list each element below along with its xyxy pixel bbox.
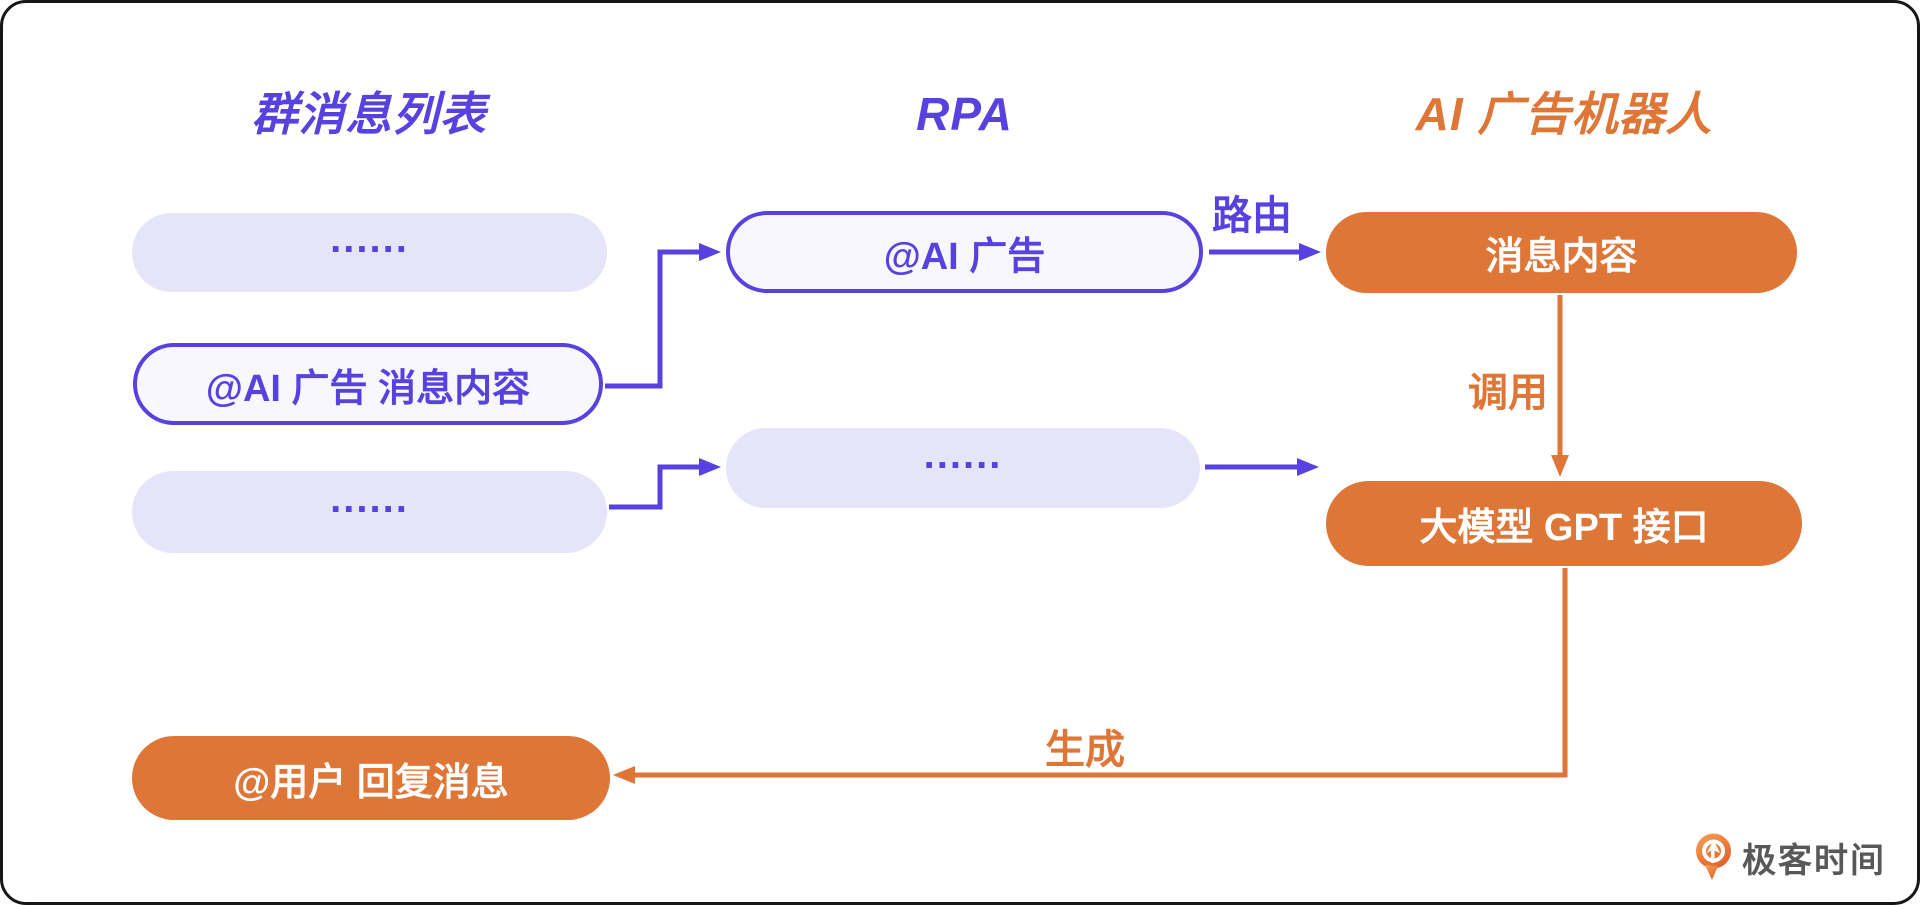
node-left-message: @AI 广告 消息内容 bbox=[133, 343, 603, 425]
node-reply-message: @用户 回复消息 bbox=[132, 736, 610, 820]
node-label: 消息内容 bbox=[1485, 236, 1638, 278]
arrowhead-right-icon bbox=[699, 458, 721, 476]
edge-label-generate: 生成 bbox=[1045, 728, 1125, 772]
ellipsis-label: ...... bbox=[330, 476, 409, 521]
arrowhead-right-icon bbox=[699, 243, 721, 261]
ellipsis-label: ...... bbox=[923, 432, 1003, 477]
node-label: @AI 广告 消息内容 bbox=[205, 367, 531, 410]
node-left-ellipsis-top: ...... bbox=[132, 213, 607, 292]
edge-label-invoke: 调用 bbox=[1468, 371, 1548, 415]
geektime-logo: 极客时间 bbox=[1695, 833, 1886, 881]
node-bot-gpt-api: 大模型 GPT 接口 bbox=[1326, 481, 1802, 566]
node-label: @AI 广告 bbox=[883, 235, 1046, 278]
node-left-ellipsis-bottom: ...... bbox=[132, 471, 607, 553]
node-label: @用户 回复消息 bbox=[233, 761, 509, 804]
column-header-ai-ad-bot: AI 广告机器人 bbox=[1415, 88, 1713, 140]
arrowhead-right-icon bbox=[1297, 458, 1319, 476]
column-header-rpa: RPA bbox=[916, 88, 1013, 140]
arrowhead-left-icon bbox=[613, 766, 635, 784]
ellipsis-label: ...... bbox=[330, 217, 409, 261]
node-label: 大模型 GPT 接口 bbox=[1419, 507, 1709, 549]
node-bot-message-content: 消息内容 bbox=[1326, 212, 1797, 293]
geektime-pin-logo-icon bbox=[1696, 833, 1731, 880]
edge-label-route: 路由 bbox=[1212, 194, 1292, 238]
geektime-logo-text: 极客时间 bbox=[1742, 841, 1886, 880]
node-rpa-match: @AI 广告 bbox=[726, 211, 1203, 293]
column-header-group-message-list: 群消息列表 bbox=[251, 88, 487, 140]
arrowhead-right-icon bbox=[1299, 243, 1321, 261]
node-rpa-ellipsis: ...... bbox=[726, 428, 1200, 508]
arrowhead-down-icon bbox=[1551, 455, 1569, 477]
